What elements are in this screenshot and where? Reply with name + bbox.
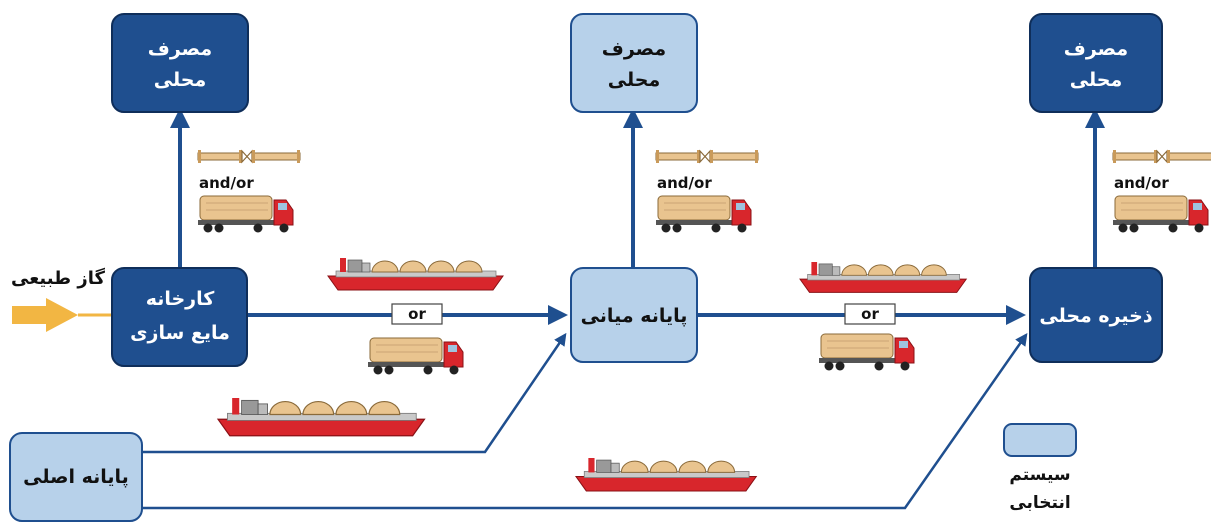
liquefaction-plant-box: کارخانه مایع سازی <box>111 267 248 367</box>
pipeline-icon <box>655 149 759 164</box>
or-label-2: or <box>861 305 879 323</box>
lng-ship-icon <box>327 257 504 291</box>
local-consumption-box-2: مصرف محلی <box>570 13 698 113</box>
intermediate-terminal-box: پایانه میانی <box>570 267 698 363</box>
arrow-main-to-storage <box>142 332 1028 510</box>
local-consumption-line2: محلی <box>154 69 206 91</box>
lng-ship-icon <box>217 397 426 437</box>
local-consumption-box-1: مصرف محلی <box>111 13 249 113</box>
legend: سیستم انتخابی <box>1003 423 1077 513</box>
lng-ship-icon <box>799 261 967 293</box>
and-or-label-1: and/or <box>199 174 254 192</box>
natural-gas-label: گاز طبیعی <box>11 267 105 289</box>
legend-label-line2: انتخابی <box>1009 493 1070 513</box>
liquefaction-plant-line2: مایع سازی <box>130 322 230 344</box>
lng-truck-icon <box>367 337 464 375</box>
lng-truck-icon <box>1112 195 1209 233</box>
local-storage-box: ذخیره محلی <box>1029 267 1163 363</box>
local-consumption-line1: مصرف <box>148 38 212 60</box>
lng-ship-icon <box>575 457 757 492</box>
lng-truck-icon <box>197 195 294 233</box>
local-consumption-line2: محلی <box>1070 69 1122 91</box>
arrow-main-to-terminal <box>142 332 567 454</box>
intermediate-terminal-label: پایانه میانی <box>581 305 688 327</box>
local-consumption-line1: مصرف <box>602 38 666 60</box>
liquefaction-plant-line1: کارخانه <box>146 288 216 310</box>
main-terminal-label: پایانه اصلی <box>23 466 129 488</box>
or-label-1: or <box>408 305 426 323</box>
legend-swatch <box>1003 423 1077 457</box>
or-box-1: or <box>391 303 443 325</box>
natural-gas-feed-arrow <box>12 298 112 332</box>
lng-truck-icon <box>818 333 915 371</box>
pipeline-icon <box>197 149 301 164</box>
pipeline-icon <box>1112 149 1211 164</box>
lng-truck-icon <box>655 195 752 233</box>
and-or-label-2: and/or <box>657 174 712 192</box>
or-box-2: or <box>844 303 896 325</box>
and-or-label-3: and/or <box>1114 174 1169 192</box>
local-consumption-line2: محلی <box>608 69 660 91</box>
main-terminal-box: پایانه اصلی <box>9 432 143 522</box>
local-consumption-box-3: مصرف محلی <box>1029 13 1163 113</box>
local-storage-label: ذخیره محلی <box>1039 305 1153 327</box>
legend-label-line1: سیستم <box>1009 465 1070 485</box>
local-consumption-line1: مصرف <box>1064 38 1128 60</box>
